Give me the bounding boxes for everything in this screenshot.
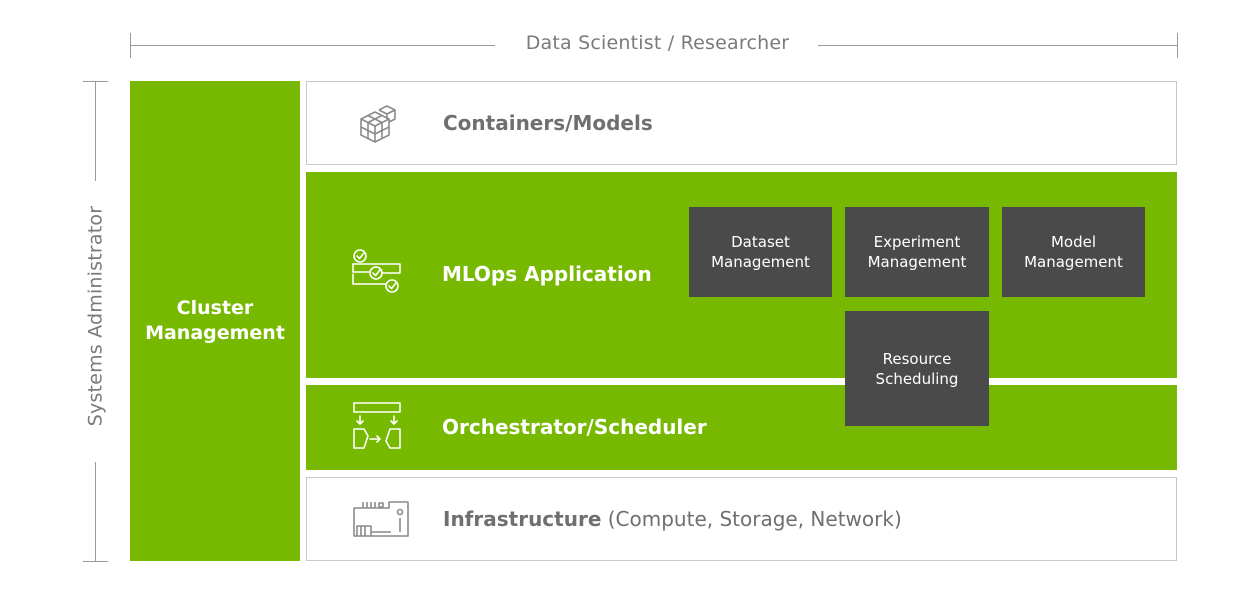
mlops-application-title: MLOps Application — [442, 262, 652, 286]
resource-scheduling-box: Resource Scheduling — [845, 311, 989, 426]
left-span-line-bottom — [95, 462, 96, 561]
model-management-box: Model Management — [1002, 207, 1145, 297]
server-hardware-icon — [353, 501, 409, 537]
left-span-bottom-tick — [83, 561, 108, 562]
cubes-icon — [360, 105, 396, 143]
data-scientist-label: Data Scientist / Researcher — [525, 32, 790, 54]
experiment-management-box: Experiment Management — [845, 207, 989, 297]
top-span-right-tick — [1177, 33, 1178, 58]
dataset-management-box: Dataset Management — [689, 207, 832, 297]
containers-models-layer: Containers/Models — [306, 81, 1177, 165]
systems-administrator-label: Systems Administrator — [84, 205, 107, 427]
infrastructure-label: Infrastructure — [443, 507, 602, 531]
infrastructure-title: Infrastructure (Compute, Storage, Networ… — [443, 507, 902, 531]
cluster-management-label: Cluster Management — [145, 297, 285, 344]
containers-models-title: Containers/Models — [443, 111, 653, 135]
orchestrator-scheduler-layer: Orchestrator/Scheduler — [306, 385, 1177, 470]
top-span-line-left — [130, 45, 495, 46]
orchestrator-scheduler-title: Orchestrator/Scheduler — [442, 415, 707, 439]
workflow-checks-icon — [352, 249, 401, 293]
infrastructure-suffix: (Compute, Storage, Network) — [601, 507, 902, 531]
left-span-line-top — [95, 81, 96, 181]
scheduler-flow-icon — [353, 402, 401, 449]
top-span-line-right — [818, 45, 1177, 46]
cluster-management-block: Cluster Management — [130, 81, 300, 561]
infrastructure-layer: Infrastructure (Compute, Storage, Networ… — [306, 477, 1177, 561]
